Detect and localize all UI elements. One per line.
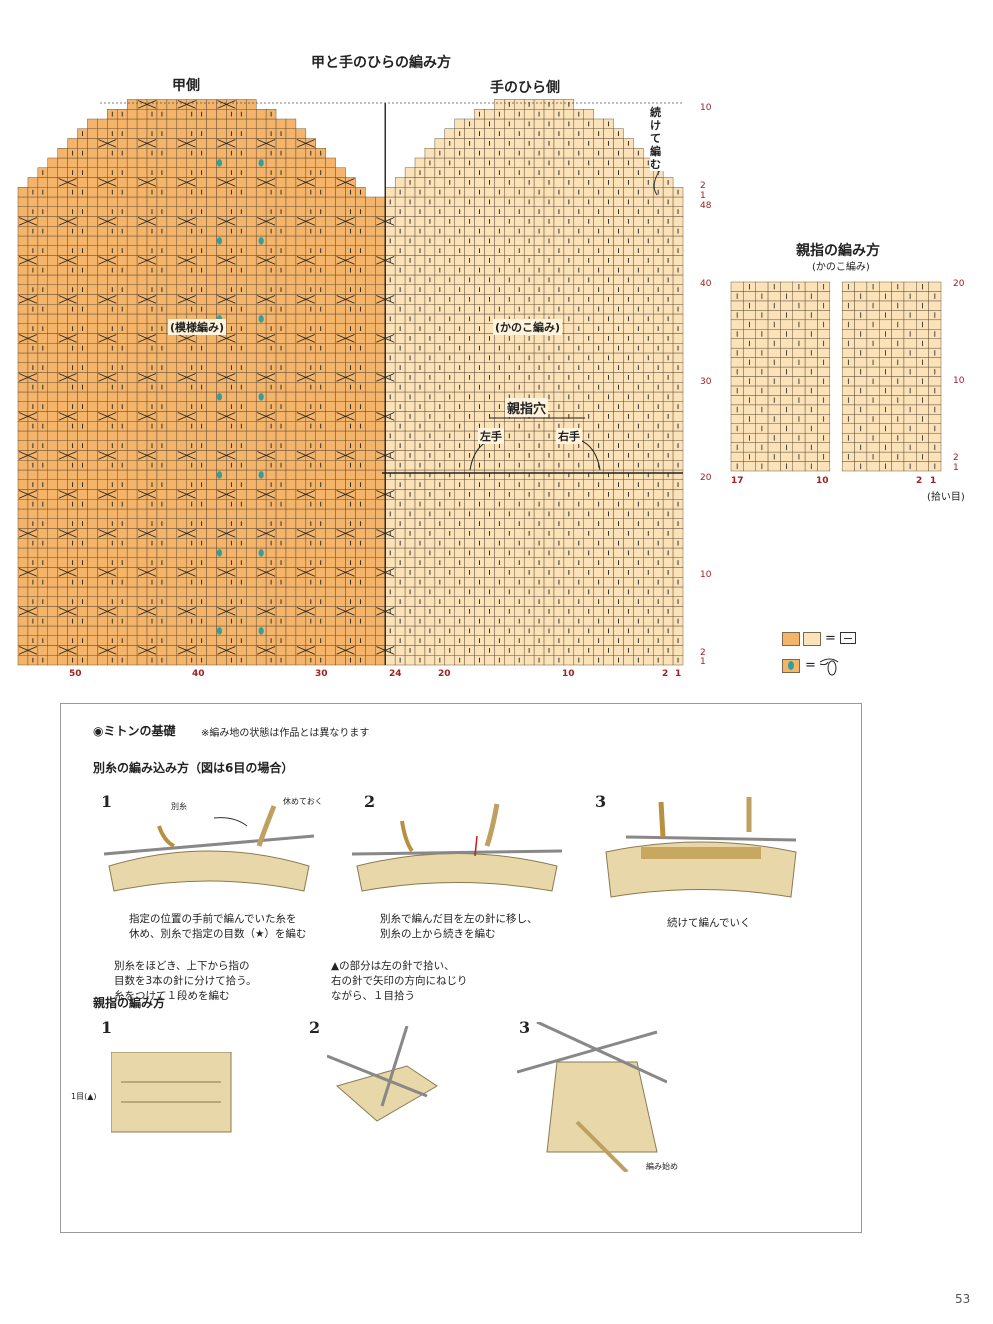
step3-illustration [605,797,797,898]
step-number: 2 [309,1018,321,1037]
thumb-hole-label: 親指穴 [505,398,549,417]
step2-caption: 別糸で編んだ目を左の針に移し、 別糸の上から続きを編む [380,913,538,940]
thumb-step2-caption: ▲の部分は左の針で拾い、 右の針で矢印の方向にねじり ながら、１目拾う [331,960,468,1002]
right-hand-label: 右手 [556,428,582,444]
basics-title: ◉ミトンの基礎 [93,724,176,738]
left-hand-label: 左手 [478,428,504,444]
thumb-grid [730,281,942,472]
row-number: 2 [700,648,706,658]
thumb-step1-caption: 別糸をほどき、上下から指の 目数を3本の針に分けて拾う。 糸をつけて１段めを編む [114,960,257,1002]
thumb-col-number: 10 [816,476,829,486]
legend-equals: = [825,631,836,646]
step2-illustration [351,803,563,892]
step-number: 1 [101,1018,113,1037]
step-number: 3 [595,792,607,811]
thumb-col-number: 2 [916,476,923,486]
bead-stitch-icon [819,658,839,676]
thumb-step2-illustration [327,1026,438,1122]
thumb-step1-tag: 1目(▲) [71,1092,97,1101]
knitting-chart [17,99,942,666]
thumb-chart-title: 親指の編み方 [796,243,880,259]
section2-title: 親指の編み方 [93,996,166,1010]
thumb-row-number: 10 [953,376,965,386]
step1-illustration [103,805,315,892]
pattern-label: (模様編み) [168,319,227,335]
col-number: 30 [315,669,328,679]
step-number: 3 [519,1018,531,1037]
back-side-label: 甲側 [172,78,200,94]
thumb-step1-illustration [111,1052,232,1133]
thumb-row-number: 20 [953,279,965,289]
palm-side-label: 手のひら側 [490,80,560,96]
row-number: 48 [700,201,712,211]
row-number: 30 [700,377,712,387]
col-number: 1 [675,669,682,679]
thumb-col-number: 17 [731,476,744,486]
mitten-basics-box: ◉ミトンの基礎 ※編み地の状態は作品とは異なります 別糸の編み込み方（図は6目の… [60,703,862,1233]
step-number: 2 [364,792,376,811]
knit-stitch-icon [840,632,856,644]
step1-tag-waste-yarn: 別糸 [171,802,187,811]
col-number: 24 [389,669,402,679]
row-number: 1 [700,657,706,667]
row-number: 10 [700,570,712,580]
thumb-col-number: 1 [930,476,937,486]
col-number: 20 [438,669,451,679]
col-number: 50 [69,669,82,679]
row-number: 2 [700,181,706,191]
row-number: 40 [700,279,712,289]
step1-tag-rest: 休めておく [283,797,323,806]
section1-title: 別糸の編み込み方（図は6目の場合） [93,761,294,775]
thumb-row-number: 2 [953,453,959,463]
col-number: 10 [562,669,575,679]
step3-caption: 続けて編んでいく [667,917,751,929]
step-number: 1 [101,792,113,811]
thumb-chart-subtitle: (かのこ編み) [812,262,870,273]
pickup-label: (拾い目) [927,492,965,503]
col-number: 2 [662,669,669,679]
basics-note: ※編み地の状態は作品とは異なります [201,728,370,739]
row-number: 10 [700,103,712,113]
legend-back-swatch [782,632,800,646]
main-title: 甲と手のひらの編み方 [311,55,451,71]
kanoko-label: (かのこ編み) [493,319,563,335]
page-number: 53 [955,1292,971,1306]
step1-caption: 指定の位置の手前で編んでいた糸を 休め、別糸で指定の目数（★）を編む [129,913,307,940]
thumb-step3-illustration [517,1022,667,1172]
legend-palm-swatch [803,632,821,646]
continue-arrow [653,169,661,196]
thumb-step3-tag: 編み始め [646,1162,678,1171]
chart-symbols [18,100,679,665]
legend-equals: = [805,658,816,673]
row-number: 20 [700,473,712,483]
col-number: 40 [192,669,205,679]
thumb-row-number: 1 [953,463,959,473]
legend-bead-swatch [782,659,800,673]
continue-knit-label: 続けて編む [650,106,664,171]
row-number: 1 [700,191,706,201]
